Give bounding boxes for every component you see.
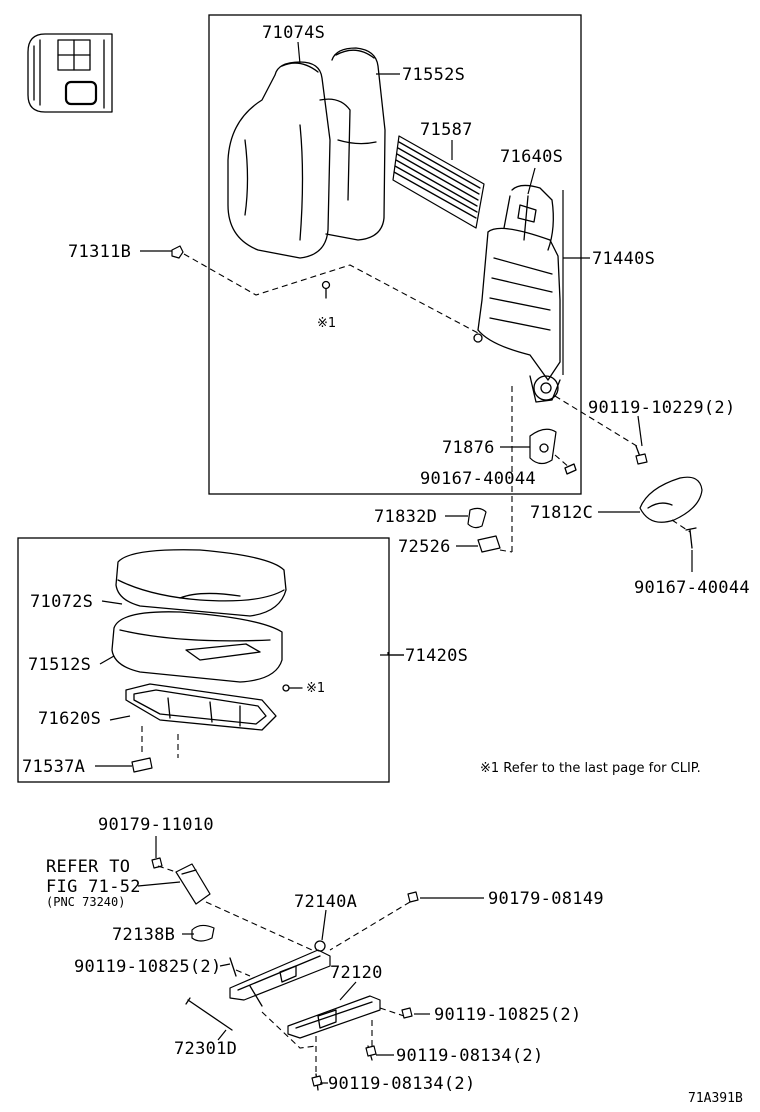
label-71812C: 71812C [530, 503, 593, 523]
screw-icon [564, 463, 577, 475]
seat-frame [125, 683, 277, 731]
clip-mark-lower: ※1 [306, 681, 325, 696]
bolt-icon [151, 857, 163, 869]
seat-cushion-assembly-frame [17, 537, 390, 783]
label-71552S: 71552S [402, 65, 465, 85]
seatback-frame [473, 184, 561, 403]
bolt-icon [311, 1073, 323, 1091]
drawing-id: 71A391B [688, 1091, 743, 1106]
label-71832D: 71832D [374, 507, 437, 527]
seat-cushion-pad [111, 611, 283, 683]
seat-cushion-cover [115, 549, 287, 617]
label-71587: 71587 [420, 120, 473, 140]
label-71074S: 71074S [262, 23, 325, 43]
label-90119-08134-a: 90119-08134(2) [396, 1046, 544, 1066]
label-71537A: 71537A [22, 757, 85, 777]
reference-line-3: (PNC 73240) [46, 895, 125, 909]
label-72140A: 72140A [294, 892, 357, 912]
label-72120: 72120 [330, 963, 383, 983]
seatback-pad [319, 47, 386, 241]
label-71640S: 71640S [500, 147, 563, 167]
label-90119-10825-a: 90119-10825(2) [74, 957, 222, 977]
label-71512S: 71512S [28, 655, 91, 675]
seat-adjuster-track-left [229, 940, 331, 1001]
adjuster-lever [185, 985, 263, 1031]
label-71620S: 71620S [38, 709, 101, 729]
label-71311B: 71311B [68, 242, 131, 262]
label-71440S: 71440S [592, 249, 655, 269]
label-90119-08134-b: 90119-08134(2) [328, 1074, 476, 1094]
bolt-icon [365, 1045, 377, 1061]
label-90167-40044-b: 90167-40044 [634, 578, 750, 598]
clip-icon [282, 684, 303, 692]
label-72138B: 72138B [112, 925, 175, 945]
cap-part [467, 507, 487, 529]
label-90179-08149: 90179-08149 [488, 889, 604, 909]
label-71876: 71876 [442, 438, 495, 458]
label-90167-40044-a: 90167-40044 [420, 469, 536, 489]
label-72301D: 72301D [174, 1039, 237, 1059]
reference-line-2: FIG 71-52 [46, 877, 141, 897]
bolt-icon [407, 891, 419, 903]
seatback-assembly-frame [208, 14, 582, 495]
seat-clip-part [131, 757, 153, 773]
seatback-pad-insert [392, 135, 485, 229]
clip-footnote: ※1 Refer to the last page for CLIP. [480, 761, 701, 776]
screw-icon [685, 527, 697, 549]
clip-icon [321, 280, 331, 299]
label-90179-11010: 90179-11010 [98, 815, 214, 835]
seatback-cover [227, 61, 331, 259]
bolt-icon [635, 445, 648, 465]
belt-bracket [175, 863, 211, 905]
recliner-cover [529, 428, 557, 465]
reference-line-1: REFER TO [46, 857, 130, 877]
seat-location-icon [27, 33, 113, 113]
label-71072S: 71072S [30, 592, 93, 612]
recliner-knob [639, 476, 703, 523]
label-71420S: 71420S [405, 646, 468, 666]
seat-adjuster-track-right [287, 995, 381, 1039]
adjuster-cover [191, 924, 215, 942]
bolt-icon [229, 957, 237, 977]
label-90119-10825-b: 90119-10825(2) [434, 1005, 582, 1025]
bolt-icon [401, 1007, 413, 1019]
clip-mark-upper: ※1 [317, 316, 336, 331]
bolt-icon [171, 245, 184, 259]
label-90119-10229: 90119-10229(2) [588, 398, 736, 418]
bracket-part [477, 535, 501, 553]
label-72526: 72526 [398, 537, 451, 557]
